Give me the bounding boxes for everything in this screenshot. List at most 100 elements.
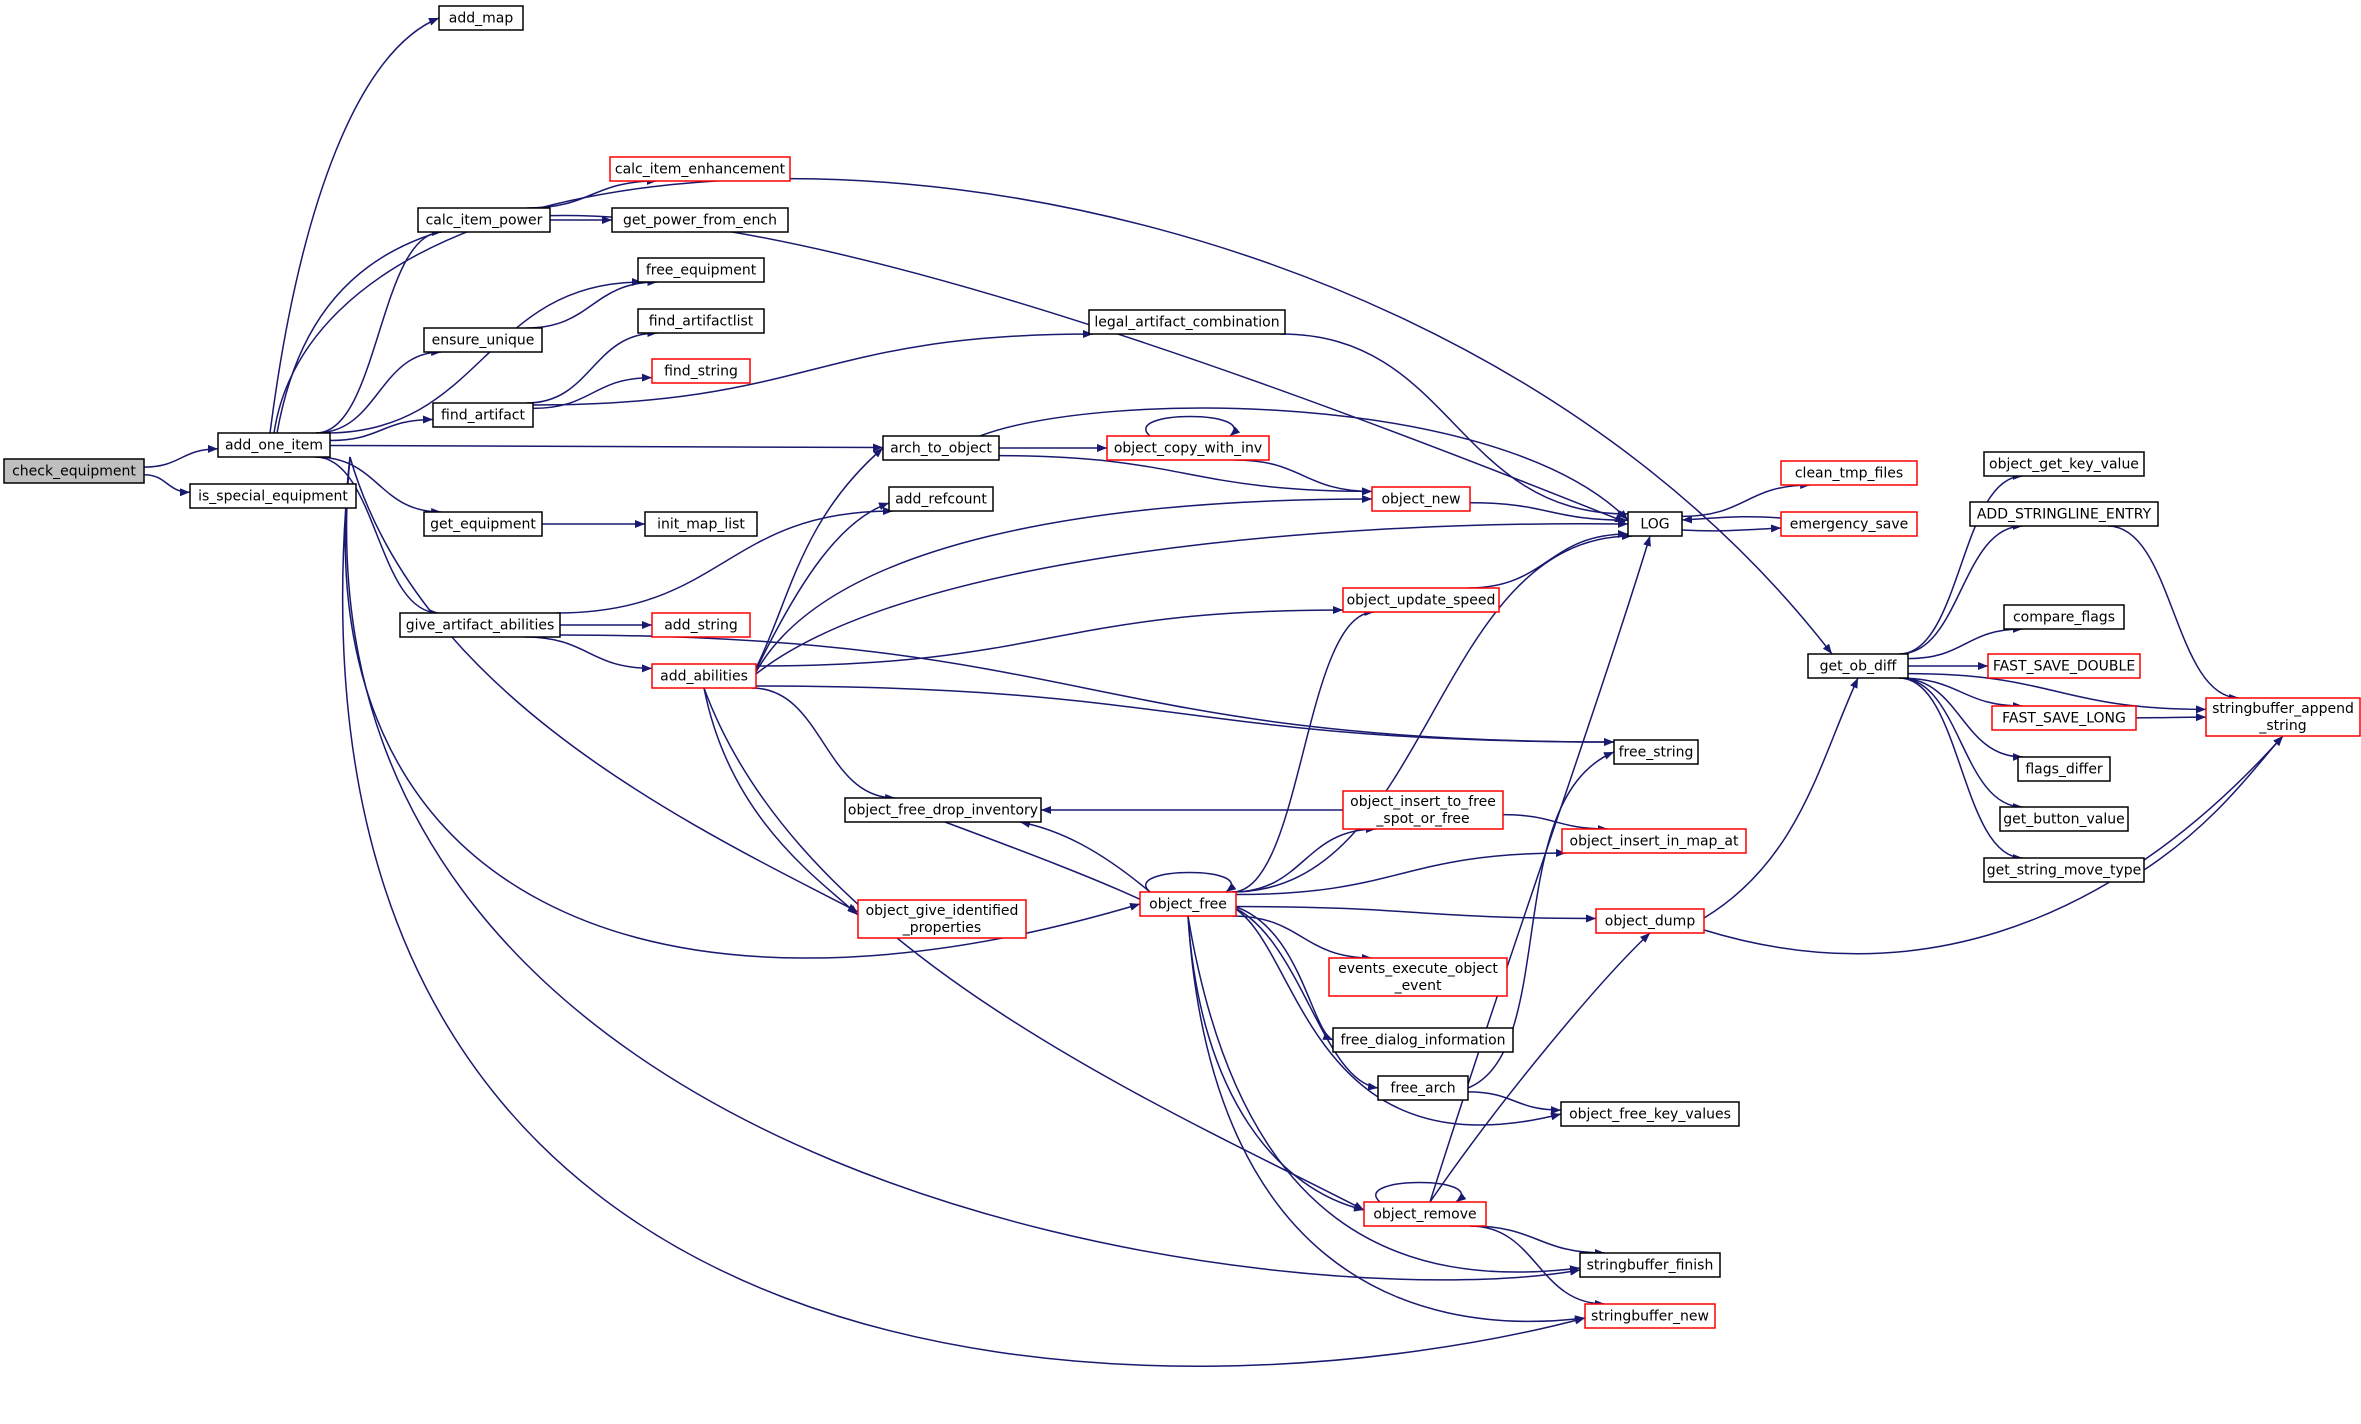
node-object_get_key_value[interactable]: object_get_key_value	[1983, 451, 2145, 477]
node-box[interactable]	[1627, 511, 1683, 537]
node-object_insert_in_map_at[interactable]: object_insert_in_map_at	[1561, 828, 1747, 854]
node-add_map[interactable]: add_map	[438, 5, 524, 31]
node-box[interactable]	[888, 486, 994, 512]
node-box[interactable]	[1807, 653, 1909, 679]
node-box[interactable]	[1106, 435, 1270, 461]
node-box[interactable]	[644, 511, 758, 537]
node-free_string[interactable]: free_string	[1613, 739, 1699, 765]
node-legal_artifact_combination[interactable]: legal_artifact_combination	[1088, 309, 1286, 335]
node-box[interactable]	[1328, 957, 1508, 997]
node-box[interactable]	[1595, 908, 1705, 934]
node-box[interactable]	[651, 612, 751, 638]
node-box[interactable]	[651, 358, 751, 384]
node-flags_differ[interactable]: flags_differ	[2017, 756, 2111, 782]
node-ensure_unique[interactable]: ensure_unique	[423, 327, 543, 353]
node-box[interactable]	[1969, 501, 2159, 527]
node-stringbuffer_new[interactable]: stringbuffer_new	[1584, 1303, 1716, 1329]
node-box[interactable]	[1780, 460, 1918, 486]
node-box[interactable]	[637, 257, 765, 283]
node-object_free_key_values[interactable]: object_free_key_values	[1560, 1101, 1740, 1127]
node-get_string_move_type[interactable]: get_string_move_type	[1983, 857, 2145, 883]
node-box[interactable]	[651, 663, 757, 689]
node-check_equipment[interactable]: check_equipment	[3, 458, 145, 484]
node-box[interactable]	[423, 511, 543, 537]
node-object_new[interactable]: object_new	[1371, 486, 1471, 512]
node-compare_flags[interactable]: compare_flags	[2003, 604, 2125, 630]
node-free_dialog_information[interactable]: free_dialog_information	[1332, 1027, 1514, 1053]
node-box[interactable]	[189, 483, 357, 509]
node-box[interactable]	[399, 612, 561, 638]
node-box[interactable]	[1983, 451, 2145, 477]
node-get_power_from_ench[interactable]: get_power_from_ench	[611, 207, 789, 233]
node-init_map_list[interactable]: init_map_list	[644, 511, 758, 537]
node-box[interactable]	[844, 797, 1042, 823]
node-add_one_item[interactable]: add_one_item	[217, 432, 331, 458]
node-box[interactable]	[1139, 891, 1237, 917]
node-box[interactable]	[1342, 587, 1500, 613]
node-stringbuffer_finish[interactable]: stringbuffer_finish	[1579, 1252, 1721, 1278]
node-box[interactable]	[1983, 857, 2145, 883]
node-box[interactable]	[1561, 828, 1747, 854]
node-box[interactable]	[1584, 1303, 1716, 1329]
node-free_equipment[interactable]: free_equipment	[637, 257, 765, 283]
node-box[interactable]	[2003, 604, 2125, 630]
node-box[interactable]	[1088, 309, 1286, 335]
node-box[interactable]	[611, 207, 789, 233]
node-box[interactable]	[3, 458, 145, 484]
node-add_string[interactable]: add_string	[651, 612, 751, 638]
node-box[interactable]	[1991, 705, 2137, 731]
node-give_artifact_abilities[interactable]: give_artifact_abilities	[399, 612, 561, 638]
node-object_give_identified_properties[interactable]: object_give_identified_properties	[857, 899, 1027, 939]
node-box[interactable]	[637, 308, 765, 334]
node-find_string[interactable]: find_string	[651, 358, 751, 384]
node-calc_item_enhancement[interactable]: calc_item_enhancement	[609, 156, 791, 182]
node-box[interactable]	[1332, 1027, 1514, 1053]
node-get_ob_diff[interactable]: get_ob_diff	[1807, 653, 1909, 679]
node-box[interactable]	[1377, 1075, 1469, 1101]
node-box[interactable]	[2205, 697, 2361, 737]
node-ADD_STRINGLINE_ENTRY[interactable]: ADD_STRINGLINE_ENTRY	[1969, 501, 2159, 527]
node-add_refcount[interactable]: add_refcount	[888, 486, 994, 512]
node-box[interactable]	[1999, 806, 2129, 832]
node-box[interactable]	[432, 402, 534, 428]
node-object_remove[interactable]: object_remove	[1363, 1201, 1487, 1227]
node-find_artifactlist[interactable]: find_artifactlist	[637, 308, 765, 334]
node-box[interactable]	[1371, 486, 1471, 512]
node-box[interactable]	[423, 327, 543, 353]
node-box[interactable]	[1613, 739, 1699, 765]
node-box[interactable]	[882, 435, 1000, 461]
node-object_dump[interactable]: object_dump	[1595, 908, 1705, 934]
node-box[interactable]	[1560, 1101, 1740, 1127]
node-free_arch[interactable]: free_arch	[1377, 1075, 1469, 1101]
node-LOG[interactable]: LOG	[1627, 511, 1683, 537]
node-box[interactable]	[1342, 790, 1504, 830]
node-is_special_equipment[interactable]: is_special_equipment	[189, 483, 357, 509]
node-FAST_SAVE_DOUBLE[interactable]: FAST_SAVE_DOUBLE	[1987, 653, 2141, 679]
node-box[interactable]	[1987, 653, 2141, 679]
node-box[interactable]	[217, 432, 331, 458]
node-box[interactable]	[609, 156, 791, 182]
node-box[interactable]	[417, 207, 551, 233]
node-box[interactable]	[857, 899, 1027, 939]
node-FAST_SAVE_LONG[interactable]: FAST_SAVE_LONG	[1991, 705, 2137, 731]
node-stringbuffer_append_string[interactable]: stringbuffer_append_string	[2205, 697, 2361, 737]
node-get_button_value[interactable]: get_button_value	[1999, 806, 2129, 832]
node-box[interactable]	[1363, 1201, 1487, 1227]
node-clean_tmp_files[interactable]: clean_tmp_files	[1780, 460, 1918, 486]
node-calc_item_power[interactable]: calc_item_power	[417, 207, 551, 233]
node-box[interactable]	[2017, 756, 2111, 782]
node-add_abilities[interactable]: add_abilities	[651, 663, 757, 689]
node-events_execute_object_event[interactable]: events_execute_object_event	[1328, 957, 1508, 997]
node-box[interactable]	[1780, 511, 1918, 537]
node-box[interactable]	[1579, 1252, 1721, 1278]
node-arch_to_object[interactable]: arch_to_object	[882, 435, 1000, 461]
node-object_free[interactable]: object_free	[1139, 891, 1237, 917]
node-emergency_save[interactable]: emergency_save	[1780, 511, 1918, 537]
node-object_free_drop_inventory[interactable]: object_free_drop_inventory	[844, 797, 1042, 823]
node-find_artifact[interactable]: find_artifact	[432, 402, 534, 428]
node-get_equipment[interactable]: get_equipment	[423, 511, 543, 537]
node-object_copy_with_inv[interactable]: object_copy_with_inv	[1106, 435, 1270, 461]
node-object_insert_to_free_spot_or_free[interactable]: object_insert_to_free_spot_or_free	[1342, 790, 1504, 830]
node-object_update_speed[interactable]: object_update_speed	[1342, 587, 1500, 613]
node-box[interactable]	[438, 5, 524, 31]
